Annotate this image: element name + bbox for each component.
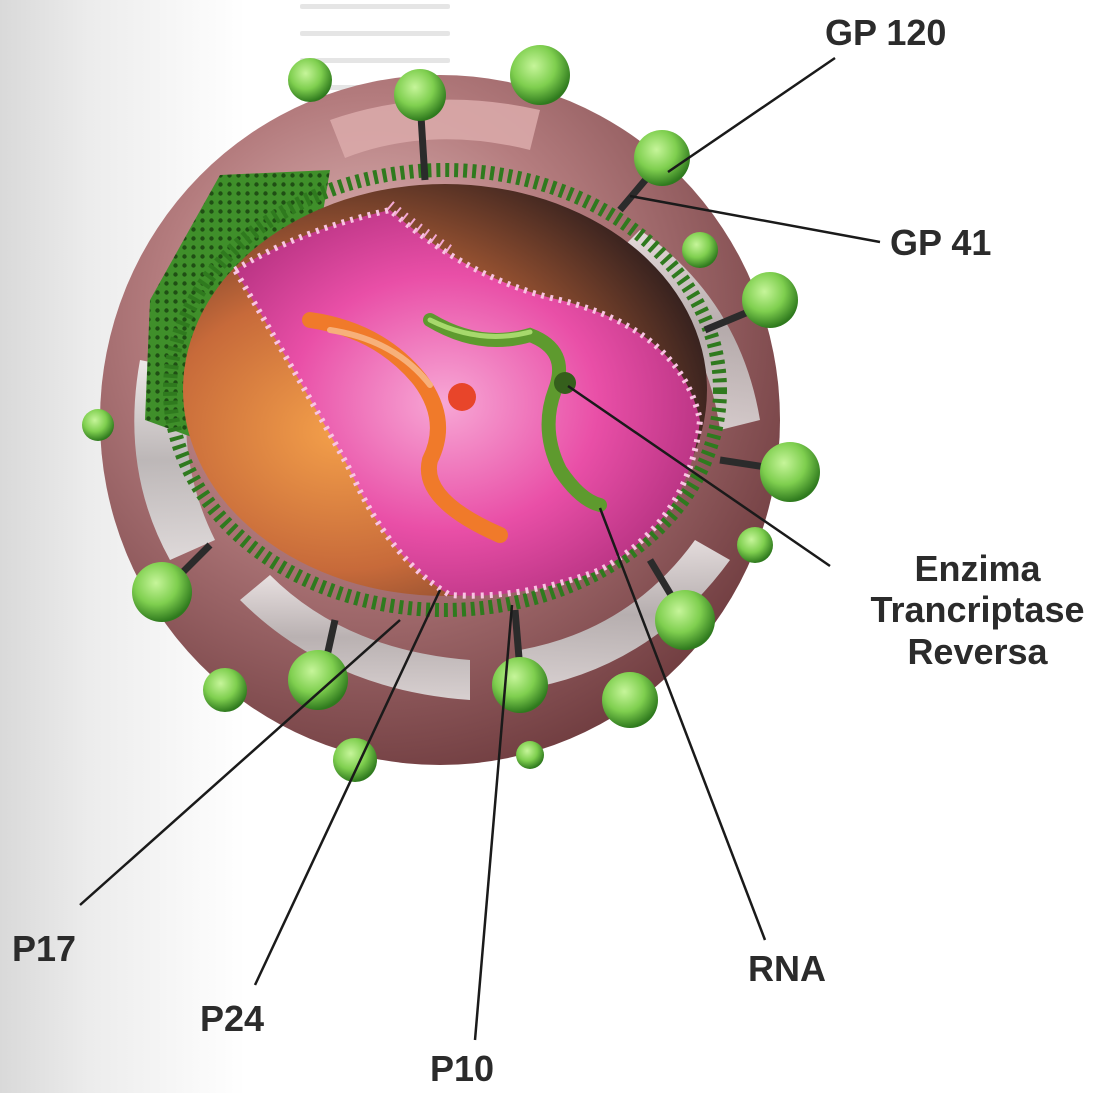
label-gp41: GP 41 (890, 222, 991, 263)
label-p24: P24 (200, 998, 264, 1039)
label-rna: RNA (748, 948, 826, 989)
label-enzyme-line1: Enzima (845, 548, 1110, 589)
label-gp120: GP 120 (825, 12, 946, 53)
label-enzyme-reverse-transcriptase: Enzima Trancriptase Reversa (845, 548, 1110, 672)
label-enzyme-line3: Reversa (845, 631, 1110, 672)
label-p17: P17 (12, 928, 76, 969)
leader-line-gp120 (668, 58, 835, 172)
label-enzyme-line2: Trancriptase (845, 589, 1110, 630)
label-p10: P10 (430, 1048, 494, 1089)
